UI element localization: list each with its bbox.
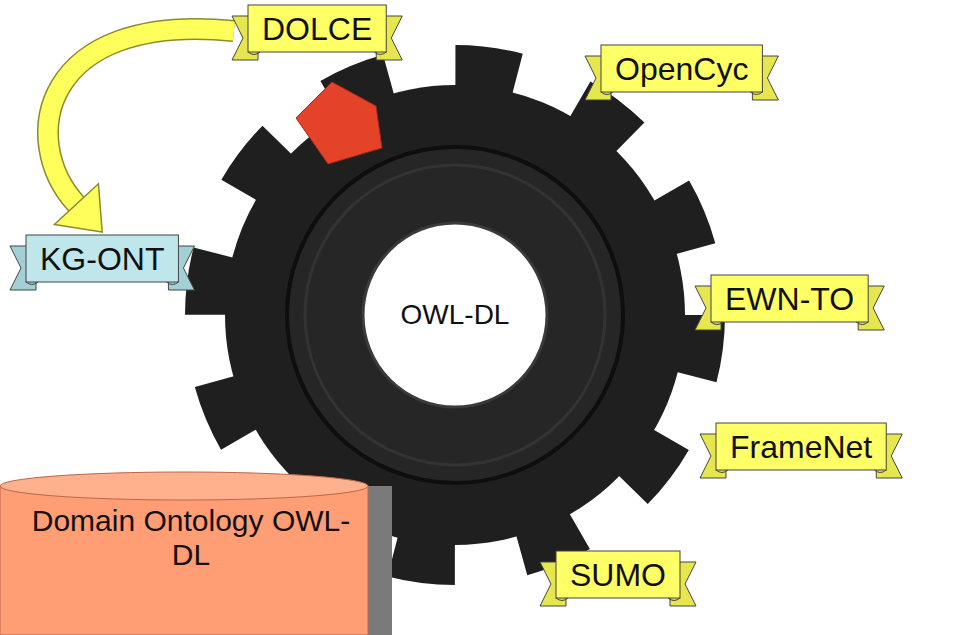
database-cylinder: Domain Ontology OWL-DL bbox=[0, 470, 392, 635]
node-label: SUMO bbox=[570, 557, 666, 593]
curved-arrow bbox=[48, 29, 234, 232]
scroll-banner: SUMO bbox=[540, 548, 696, 606]
node-label: DOLCE bbox=[262, 11, 372, 47]
node-label: EWN-TO bbox=[725, 281, 854, 317]
node-label: FrameNet bbox=[730, 429, 872, 465]
node-label: OWL-DL bbox=[401, 299, 510, 331]
scroll-banner: DOLCE bbox=[232, 2, 402, 60]
node-label: OpenCyc bbox=[615, 51, 748, 87]
scroll-banner: EWN-TO bbox=[695, 272, 884, 330]
scroll-banner: OpenCyc bbox=[585, 42, 778, 100]
scroll-banner: FrameNet bbox=[700, 420, 902, 478]
node-label: Domain Ontology OWL-DL bbox=[30, 504, 352, 572]
node-label: KG-ONT bbox=[40, 241, 164, 277]
scroll-banner: KG-ONT bbox=[10, 232, 194, 290]
